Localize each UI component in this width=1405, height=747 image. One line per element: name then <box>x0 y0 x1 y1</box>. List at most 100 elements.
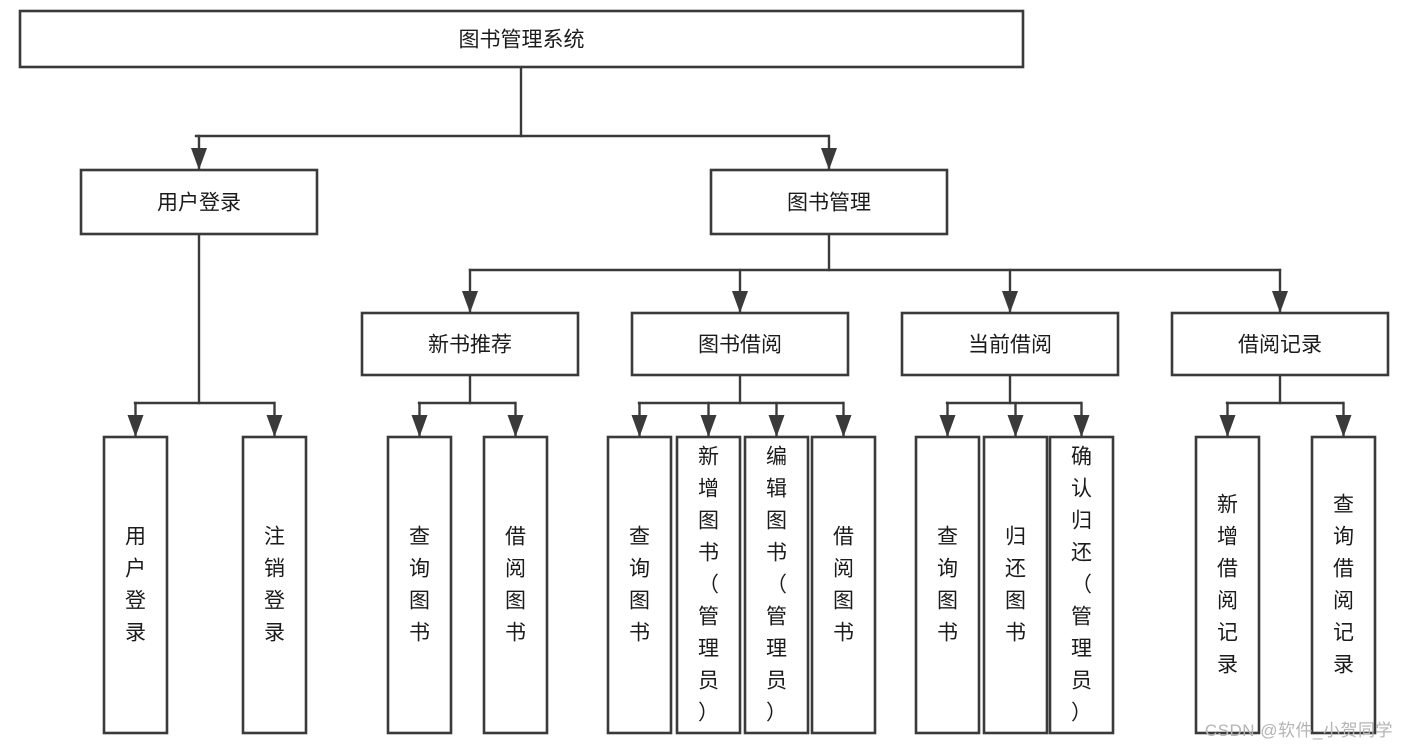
node-label-leaf-add-book: 新增图书（管理员） <box>698 446 719 725</box>
node-borrow-record[interactable]: 借阅记录 <box>1170 311 1390 377</box>
node-book-borrow[interactable]: 图书借阅 <box>630 311 850 377</box>
connector-row-book-borrow <box>637 373 845 405</box>
arrow-head-icon <box>631 415 648 437</box>
node-leaf-query-book-2[interactable]: 查询图书 <box>606 435 673 735</box>
node-label-leaf-borrow-book-2: 借阅图书 <box>833 526 854 645</box>
node-leaf-return-book[interactable]: 归还图书 <box>982 435 1049 735</box>
node-leaf-query-book-1[interactable]: 查询图书 <box>386 435 453 735</box>
arrow-head-icon <box>821 148 837 170</box>
node-box-leaf-add-book[interactable] <box>675 435 742 735</box>
node-box-book-manage[interactable] <box>709 168 949 236</box>
arrow-head-icon <box>1002 291 1018 313</box>
connector-row-user-login <box>133 232 276 405</box>
node-box-root[interactable] <box>18 9 1025 69</box>
node-leaf-logout[interactable]: 注销登录 <box>241 435 308 735</box>
edge-borrow-record-to-leaf-add-record <box>1219 401 1236 438</box>
edge-book-borrow-to-leaf-edit-book <box>768 401 785 438</box>
node-leaf-confirm-return[interactable]: 确认归还（管理员） <box>1048 435 1115 735</box>
node-label-book-manage: 图书管理 <box>787 192 871 215</box>
node-label-root: 图书管理系统 <box>459 29 585 52</box>
node-box-leaf-user-login[interactable] <box>102 435 169 735</box>
node-current-borrow[interactable]: 当前借阅 <box>900 311 1120 377</box>
arrow-head-icon <box>266 415 283 437</box>
connector-row-root <box>194 65 830 138</box>
watermark-label: CSDN @软件_小贺同学 <box>1204 721 1393 740</box>
connector-layer <box>127 65 1352 438</box>
arrow-head-icon <box>1073 415 1090 437</box>
node-box-leaf-borrow-book-1[interactable] <box>482 435 549 735</box>
arrow-head-icon <box>700 415 717 437</box>
node-root[interactable]: 图书管理系统 <box>18 9 1025 69</box>
edge-book-manage-to-book-borrow <box>732 268 748 314</box>
edge-book-manage-to-current-borrow <box>1002 268 1018 314</box>
node-label-leaf-add-record: 新增借阅记录 <box>1217 494 1238 677</box>
arrow-head-icon <box>768 415 785 437</box>
node-box-leaf-borrow-book-2[interactable] <box>810 435 877 735</box>
node-box-leaf-logout[interactable] <box>241 435 308 735</box>
node-leaf-borrow-book-2[interactable]: 借阅图书 <box>810 435 877 735</box>
arrow-head-icon <box>507 415 524 437</box>
edge-user-login-to-leaf-logout <box>266 401 283 438</box>
edge-new-book-rec-to-leaf-borrow-book-1 <box>507 401 524 438</box>
edge-current-borrow-to-leaf-return-book <box>1007 401 1024 438</box>
node-box-user-login[interactable] <box>79 168 319 236</box>
node-box-leaf-query-book-1[interactable] <box>386 435 453 735</box>
connector-row-new-book-rec <box>417 373 517 405</box>
node-label-current-borrow: 当前借阅 <box>968 334 1052 357</box>
node-box-borrow-record[interactable] <box>1170 311 1390 377</box>
node-label-leaf-query-book-2: 查询图书 <box>629 526 650 645</box>
node-box-leaf-confirm-return[interactable] <box>1048 435 1115 735</box>
arrow-head-icon <box>939 415 956 437</box>
node-label-leaf-user-login: 用户登录 <box>125 526 146 645</box>
node-label-leaf-borrow-book-1: 借阅图书 <box>505 526 526 645</box>
arrow-head-icon <box>191 148 207 170</box>
node-label-new-book-rec: 新书推荐 <box>428 334 512 357</box>
edge-current-borrow-to-leaf-confirm-return <box>1073 401 1090 438</box>
node-box-leaf-return-book[interactable] <box>982 435 1049 735</box>
node-leaf-borrow-book-1[interactable]: 借阅图书 <box>482 435 549 735</box>
edge-book-borrow-to-leaf-borrow-book-2 <box>835 401 852 438</box>
node-leaf-query-record[interactable]: 查询借阅记录 <box>1310 435 1377 735</box>
node-label-leaf-query-book-3: 查询图书 <box>937 526 958 645</box>
node-label-leaf-return-book: 归还图书 <box>1005 526 1026 645</box>
node-box-current-borrow[interactable] <box>900 311 1120 377</box>
connector-row-borrow-record <box>1225 373 1345 405</box>
node-label-leaf-query-record: 查询借阅记录 <box>1333 494 1354 677</box>
edge-book-manage-to-new-book-rec <box>462 268 478 314</box>
node-new-book-rec[interactable]: 新书推荐 <box>360 311 580 377</box>
edge-current-borrow-to-leaf-query-book-3 <box>939 401 956 438</box>
edge-book-borrow-to-leaf-add-book <box>700 401 717 438</box>
node-label-leaf-edit-book: 编辑图书（管理员） <box>766 446 787 725</box>
node-leaf-query-book-3[interactable]: 查询图书 <box>914 435 981 735</box>
node-box-leaf-query-record[interactable] <box>1310 435 1377 735</box>
edge-borrow-record-to-leaf-query-record <box>1335 401 1352 438</box>
node-leaf-edit-book[interactable]: 编辑图书（管理员） <box>743 435 810 735</box>
node-box-book-borrow[interactable] <box>630 311 850 377</box>
arrow-head-icon <box>835 415 852 437</box>
node-leaf-user-login[interactable]: 用户登录 <box>102 435 169 735</box>
node-user-login[interactable]: 用户登录 <box>79 168 319 236</box>
node-book-manage[interactable]: 图书管理 <box>709 168 949 236</box>
node-box-leaf-query-book-3[interactable] <box>914 435 981 735</box>
node-label-borrow-record: 借阅记录 <box>1238 334 1322 357</box>
node-label-book-borrow: 图书借阅 <box>698 334 782 357</box>
node-leaf-add-book[interactable]: 新增图书（管理员） <box>675 435 742 735</box>
edge-user-login-to-leaf-user-login <box>127 401 144 438</box>
node-layer: 图书管理系统用户登录图书管理新书推荐图书借阅当前借阅借阅记录用户登录注销登录查询… <box>18 9 1390 735</box>
edge-root-to-book-manage <box>821 134 837 171</box>
node-box-leaf-add-record[interactable] <box>1194 435 1261 735</box>
node-box-new-book-rec[interactable] <box>360 311 580 377</box>
arrow-head-icon <box>732 291 748 313</box>
arrow-head-icon <box>1335 415 1352 437</box>
edge-new-book-rec-to-leaf-query-book-1 <box>411 401 428 438</box>
node-box-leaf-edit-book[interactable] <box>743 435 810 735</box>
edge-book-manage-to-borrow-record <box>1272 268 1288 314</box>
arrow-head-icon <box>1272 291 1288 313</box>
arrow-head-icon <box>1007 415 1024 437</box>
node-leaf-add-record[interactable]: 新增借阅记录 <box>1194 435 1261 735</box>
node-box-leaf-query-book-2[interactable] <box>606 435 673 735</box>
edge-root-to-user-login <box>191 134 207 171</box>
node-label-leaf-query-book-1: 查询图书 <box>409 526 430 645</box>
